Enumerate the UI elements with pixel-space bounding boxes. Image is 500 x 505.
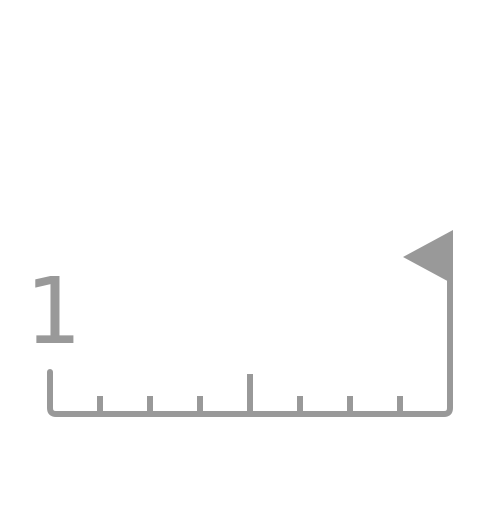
flag-triangle xyxy=(403,230,453,284)
ruler-start-label: 1 xyxy=(24,258,80,365)
